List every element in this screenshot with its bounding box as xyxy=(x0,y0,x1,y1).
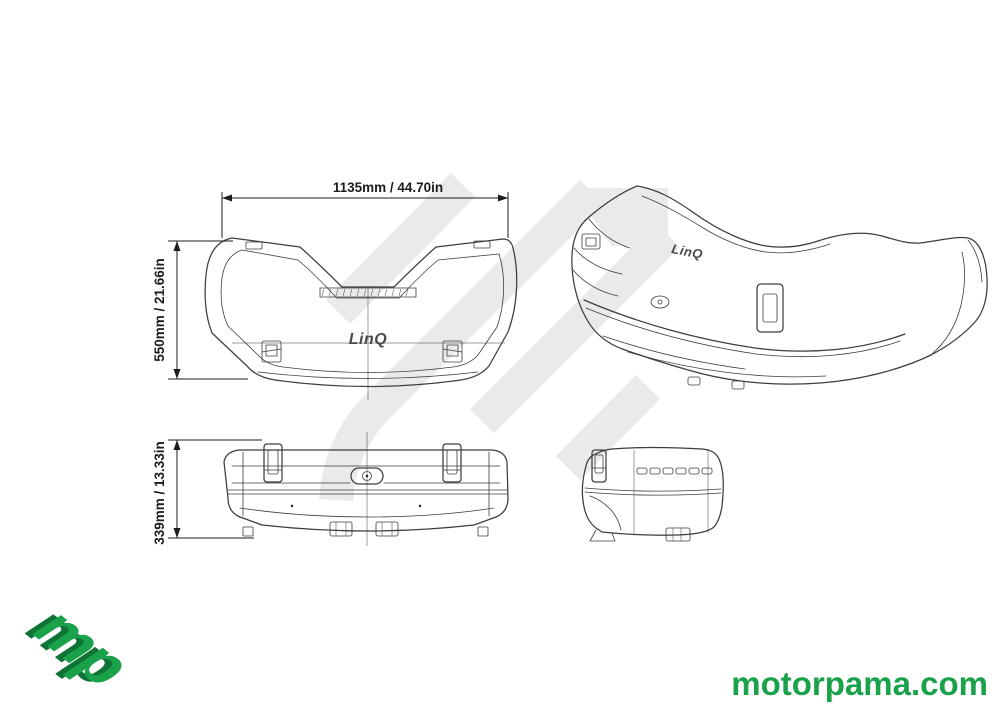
front-view-outline xyxy=(204,237,518,388)
rear-feet xyxy=(242,521,489,537)
rear-view-outline xyxy=(223,449,509,532)
rear-latch-left xyxy=(263,443,283,483)
height-dimension-label: 550mm / 21.66in xyxy=(152,258,167,362)
perspective-keyhole xyxy=(650,295,670,309)
mp-logo-text: mp xyxy=(21,595,142,699)
dimension-height: 550mm / 21.66in xyxy=(152,240,248,380)
side-latch xyxy=(591,449,607,483)
box-height-dimension-label: 339mm / 13.33in xyxy=(152,441,167,545)
side-view xyxy=(581,446,724,542)
front-latch-right xyxy=(442,340,463,363)
watermark-glyph xyxy=(319,173,681,502)
dimension-box-height: 339mm / 13.33in xyxy=(152,439,262,545)
dimension-width: 1135mm / 44.70in xyxy=(221,180,509,238)
perspective-outline xyxy=(571,185,988,385)
perspective-latch-center xyxy=(756,283,784,333)
perspective-linq-logo: LinQ xyxy=(670,241,704,262)
rear-latch-right xyxy=(442,443,462,483)
side-view-outline xyxy=(581,446,724,536)
side-feet xyxy=(589,527,691,542)
website-text: motorpama.com xyxy=(731,665,988,702)
perspective-latch-left xyxy=(581,233,601,250)
front-view: LinQ xyxy=(204,237,518,400)
rear-view xyxy=(223,432,509,546)
width-dimension-label: 1135mm / 44.70in xyxy=(333,180,443,195)
front-linq-logo: LinQ xyxy=(349,331,387,348)
perspective-view: LinQ xyxy=(571,185,988,390)
front-latch-left xyxy=(261,340,282,363)
side-vent-slots xyxy=(636,467,713,475)
